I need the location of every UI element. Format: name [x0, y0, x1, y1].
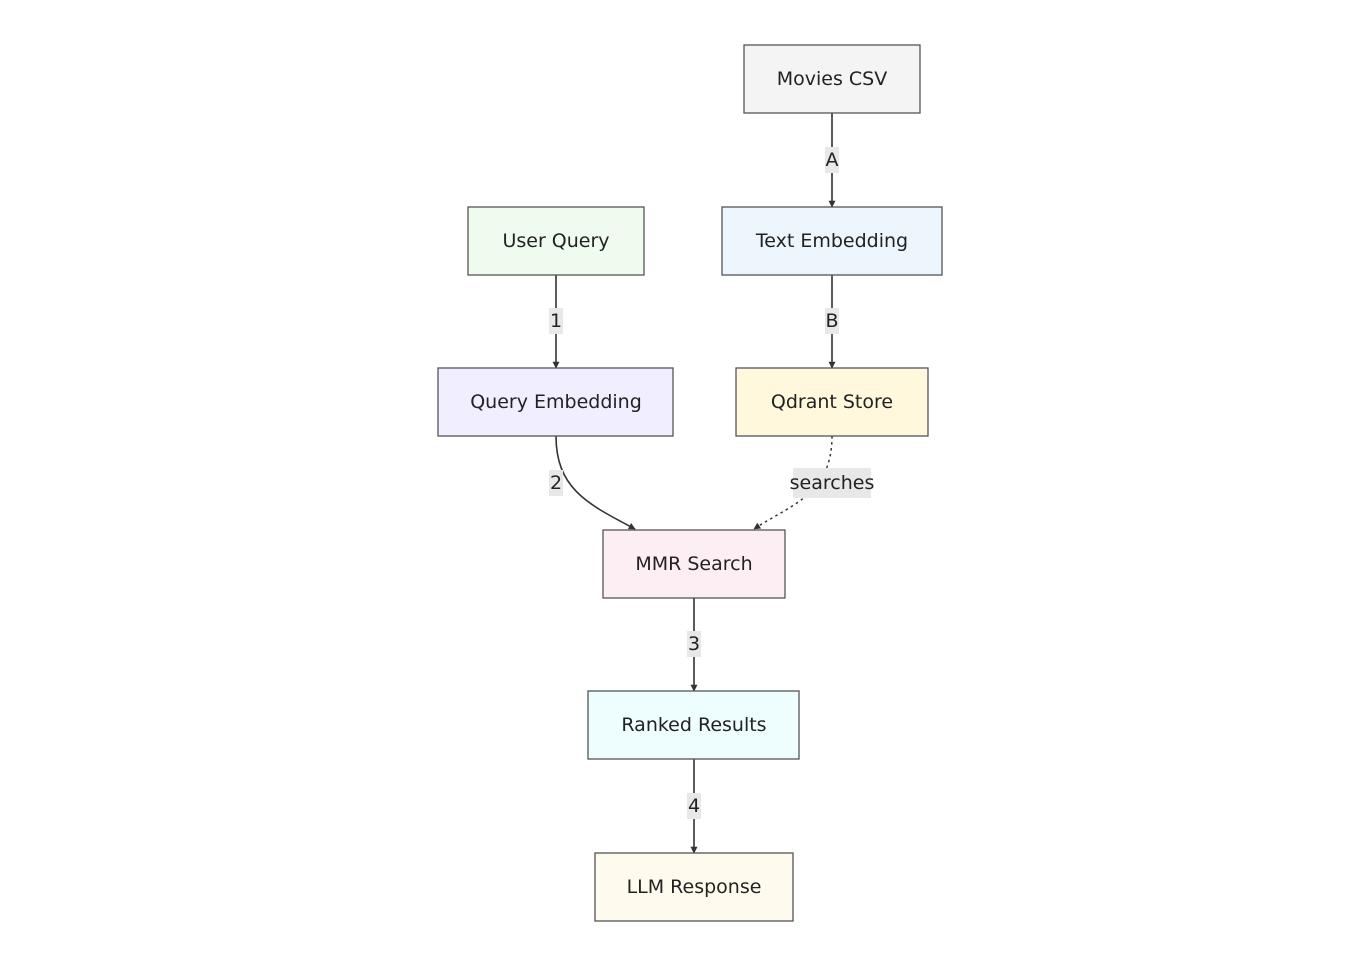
- edge-label-1: 1: [549, 308, 563, 334]
- node-mmr-search-label: MMR Search: [635, 553, 752, 575]
- node-qdrant-store-label: Qdrant Store: [771, 391, 893, 413]
- edge-label-2: 2: [549, 470, 563, 496]
- node-movies-csv-label: Movies CSV: [777, 68, 888, 90]
- node-query-embedding-label: Query Embedding: [470, 391, 642, 413]
- node-ranked-results-label: Ranked Results: [621, 714, 766, 736]
- edge-label-a: A: [825, 147, 839, 173]
- edge-label-searches-text: searches: [790, 472, 875, 494]
- node-text-embedding: Text Embedding: [721, 206, 943, 276]
- edge-label-4: 4: [687, 793, 701, 819]
- edge-label-b-text: B: [825, 310, 838, 332]
- node-query-embedding: Query Embedding: [437, 367, 674, 437]
- node-text-embedding-label: Text Embedding: [755, 230, 908, 252]
- node-user-query-label: User Query: [502, 230, 609, 252]
- edge-label-1-text: 1: [550, 310, 562, 332]
- edge-label-b: B: [825, 308, 839, 334]
- node-movies-csv: Movies CSV: [743, 44, 921, 114]
- edge-labels: A B 1 2 searches 3 4: [549, 147, 874, 819]
- edge-label-4-text: 4: [688, 795, 700, 817]
- node-qdrant-store: Qdrant Store: [735, 367, 929, 437]
- edge-label-3: 3: [687, 631, 701, 657]
- node-mmr-search: MMR Search: [602, 529, 786, 599]
- edge-label-a-text: A: [826, 149, 839, 171]
- nodes: Movies CSV Text Embedding User Query Que…: [437, 44, 943, 922]
- node-user-query: User Query: [467, 206, 645, 276]
- node-ranked-results: Ranked Results: [587, 690, 800, 760]
- edge-label-3-text: 3: [688, 633, 700, 655]
- edge-label-2-text: 2: [550, 472, 562, 494]
- node-llm-response: LLM Response: [594, 852, 794, 922]
- edge-query-embedding-to-mmr: [555, 435, 636, 530]
- node-llm-response-label: LLM Response: [627, 876, 762, 898]
- edge-label-searches: searches: [790, 468, 875, 498]
